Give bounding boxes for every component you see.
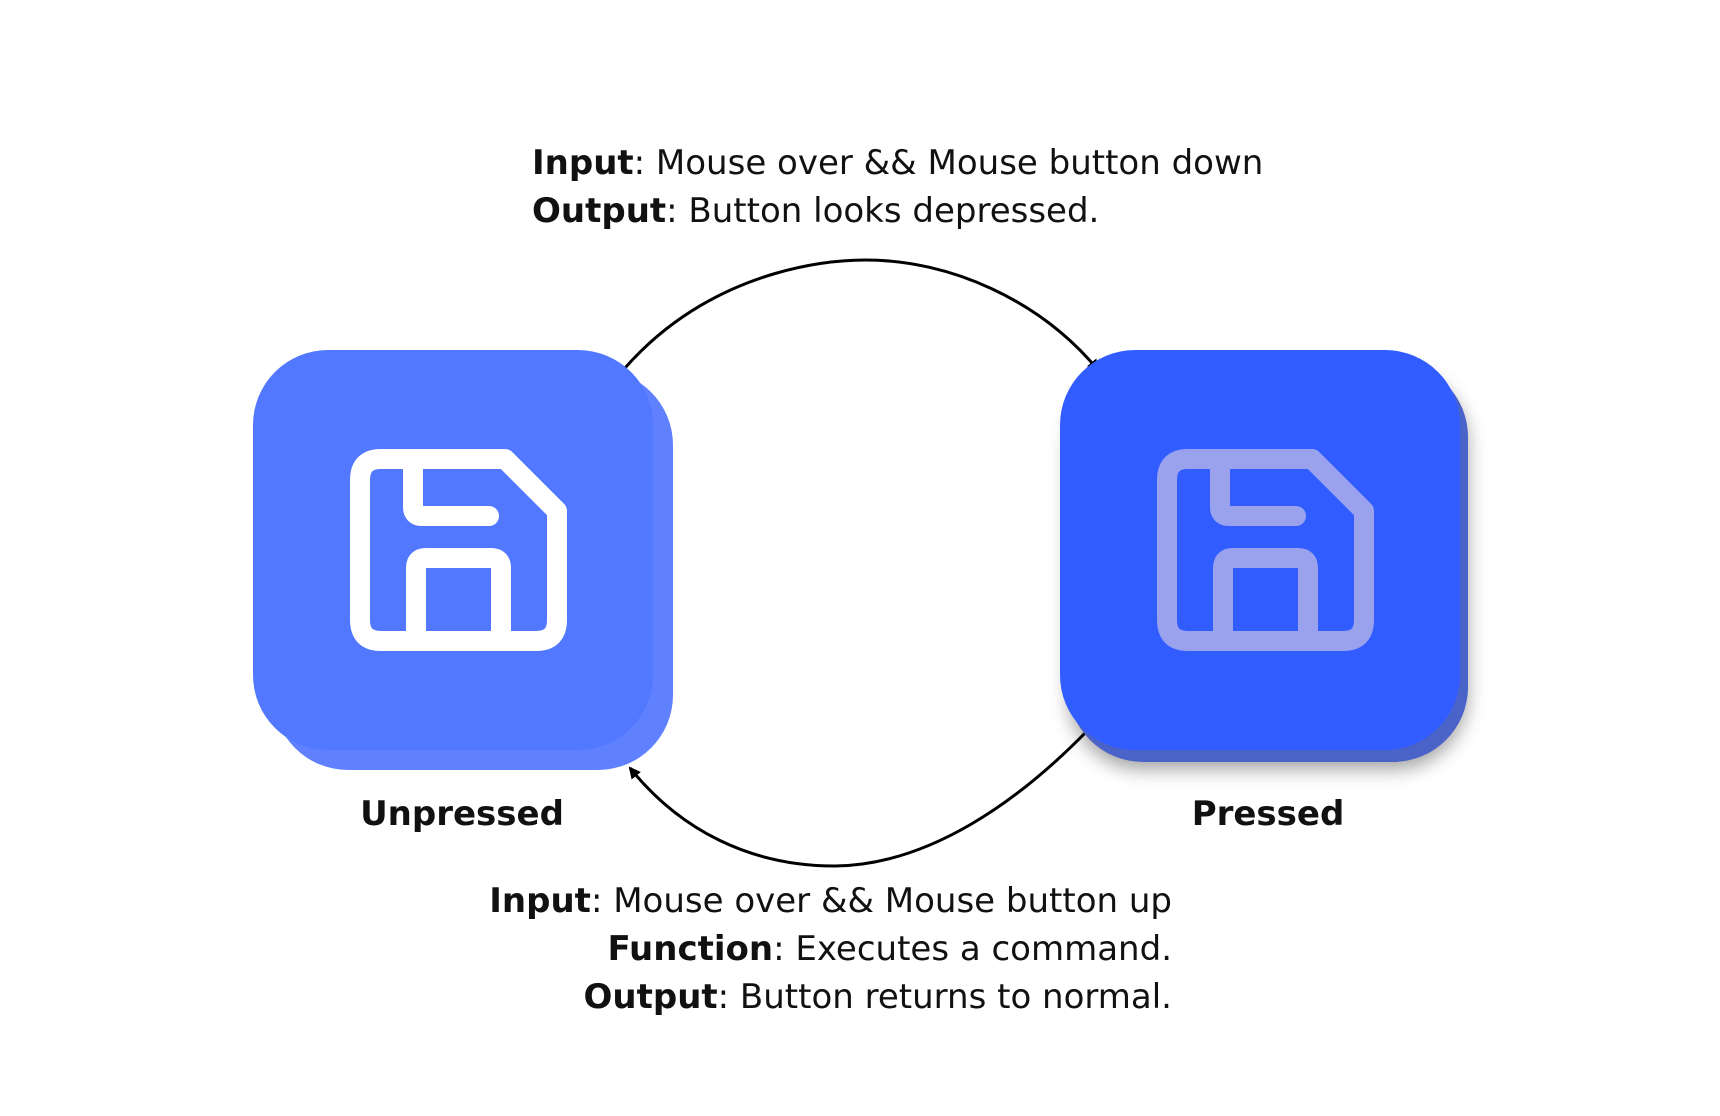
press-input-key: Input [532, 143, 634, 183]
press-arrow [623, 258, 1100, 372]
press-input-line: Input: Mouse over && Mouse button down [532, 139, 1263, 187]
press-output-key: Output [532, 191, 667, 231]
release-output-line: Output: Button returns to normal. [489, 973, 1173, 1021]
floppy-disk-icon [1157, 449, 1374, 651]
pressed-label: Pressed [1191, 794, 1345, 834]
release-output-key: Output [583, 977, 718, 1017]
press-input-value: : Mouse over && Mouse button down [633, 143, 1264, 183]
press-output-value: : Button looks depressed. [666, 191, 1100, 231]
release-function-line: Function: Executes a command. [489, 925, 1172, 973]
release-arrow [628, 728, 1090, 868]
release-input-value: : Mouse over && Mouse button up [590, 881, 1172, 921]
press-output-line: Output: Button looks depressed. [532, 187, 1263, 235]
release-function-value: : Executes a command. [773, 929, 1172, 969]
release-transition-label: Input: Mouse over && Mouse button up Fun… [489, 877, 1172, 1021]
unpressed-state-button[interactable] [253, 350, 673, 770]
release-output-value: : Button returns to normal. [717, 977, 1172, 1017]
pressed-state-button[interactable] [1060, 350, 1468, 762]
floppy-disk-icon [350, 449, 567, 651]
release-function-key: Function [607, 929, 774, 969]
unpressed-label: Unpressed [360, 794, 564, 834]
release-input-line: Input: Mouse over && Mouse button up [489, 877, 1172, 925]
release-input-key: Input [489, 881, 591, 921]
press-transition-label: Input: Mouse over && Mouse button down O… [532, 139, 1263, 235]
